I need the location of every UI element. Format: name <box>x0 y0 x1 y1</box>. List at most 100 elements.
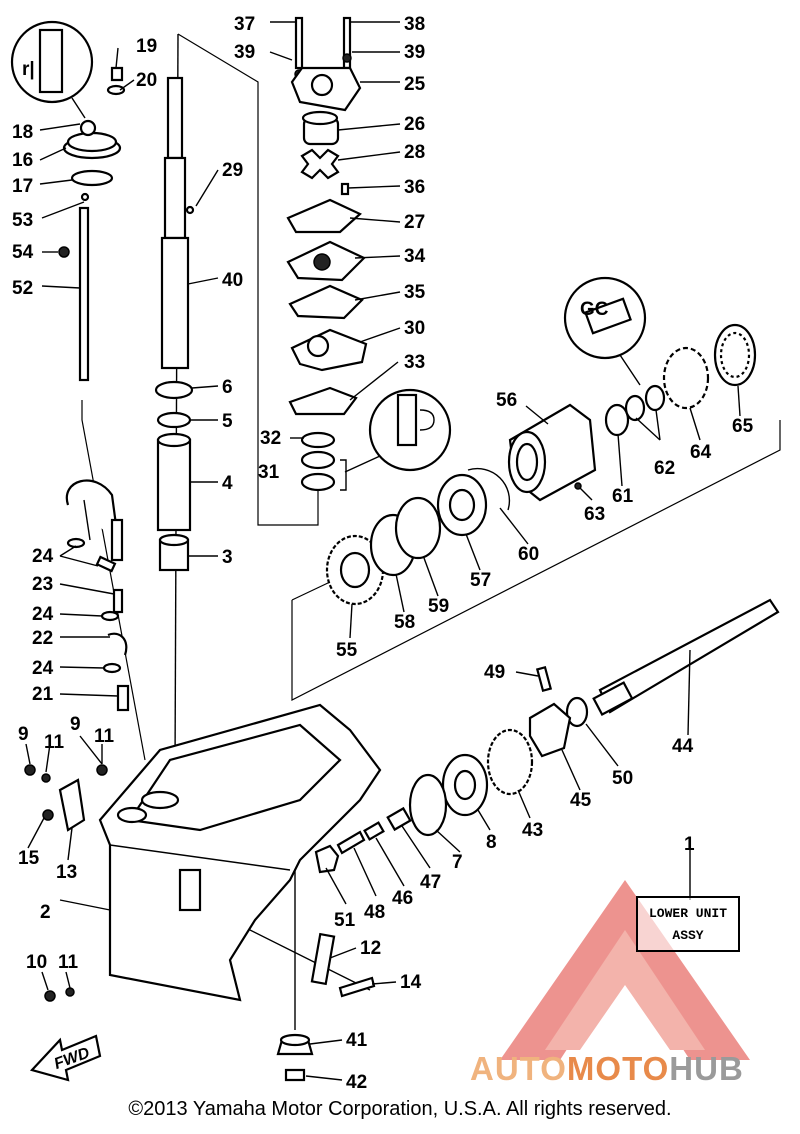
callout-48: 48 <box>364 902 385 923</box>
callout-5: 5 <box>222 411 233 432</box>
callout-35: 35 <box>404 282 426 303</box>
callout-10: 10 <box>26 952 47 973</box>
callout-39b: 39 <box>404 42 425 63</box>
callout-22: 22 <box>32 628 53 649</box>
callout-46: 46 <box>392 888 413 909</box>
callout-47: 47 <box>420 872 441 893</box>
callout-12: 12 <box>360 938 381 959</box>
watermark-auto: AUTO <box>470 1050 567 1087</box>
callout-9a: 9 <box>18 724 29 745</box>
callout-53: 53 <box>12 210 33 231</box>
callout-4: 4 <box>222 473 233 494</box>
callout-24c: 24 <box>32 658 54 679</box>
pinion-and-nut <box>276 1033 314 1082</box>
reverse-gear-group <box>325 467 511 606</box>
callout-61: 61 <box>612 486 634 507</box>
callout-11b: 11 <box>94 726 115 747</box>
callout-49: 49 <box>484 662 505 683</box>
callout-28: 28 <box>404 142 425 163</box>
lower-unit-assy-label: LOWER UNIT ASSY <box>636 896 740 952</box>
callout-44: 44 <box>672 736 694 757</box>
pulser-coil-cover-group <box>62 66 126 187</box>
callout-55: 55 <box>336 640 358 661</box>
callout-19: 19 <box>136 36 157 57</box>
callout-42: 42 <box>346 1072 367 1093</box>
callout-50: 50 <box>612 768 633 789</box>
callout-3: 3 <box>222 547 233 568</box>
callout-60: 60 <box>518 544 539 565</box>
callout-26: 26 <box>404 114 425 135</box>
drive-shaft <box>160 76 195 370</box>
callout-36: 36 <box>404 177 425 198</box>
callout-56: 56 <box>496 390 517 411</box>
callout-13: 13 <box>56 862 77 883</box>
callout-38: 38 <box>404 14 425 35</box>
leader-lines <box>25 21 741 1081</box>
forward-direction-marker: FWD <box>29 1034 102 1082</box>
callout-11a: 11 <box>44 732 65 753</box>
drive-shaft-housing-group <box>154 380 194 572</box>
callout-6: 6 <box>222 377 233 398</box>
callout-32: 32 <box>260 428 281 449</box>
callout-33: 33 <box>404 352 425 373</box>
callout-11c: 11 <box>58 952 79 973</box>
callout-29: 29 <box>222 160 243 181</box>
callout-37: 37 <box>234 14 255 35</box>
callout-2: 2 <box>40 902 51 923</box>
label-line-2: ASSY <box>672 928 704 943</box>
grease-mark-text-gc: GC <box>580 299 609 320</box>
callout-58: 58 <box>394 612 415 633</box>
callout-31: 31 <box>258 462 280 483</box>
label-line-1: LOWER UNIT <box>648 906 727 921</box>
callout-52: 52 <box>12 278 33 299</box>
bearing-seals-group <box>624 323 757 422</box>
shift-rod <box>58 192 90 382</box>
propeller-shaft <box>408 598 780 837</box>
callout-54: 54 <box>12 242 34 263</box>
callout-14: 14 <box>400 972 422 993</box>
callout-34: 34 <box>404 246 426 267</box>
callout-25: 25 <box>404 74 426 95</box>
callout-51: 51 <box>334 910 356 931</box>
callout-16: 16 <box>12 150 33 171</box>
callout-24a: 24 <box>32 546 54 567</box>
detail-circle-grease-b: GC <box>563 276 647 386</box>
water-tube-group <box>65 479 130 712</box>
callout-45: 45 <box>570 790 592 811</box>
callout-65: 65 <box>732 416 754 437</box>
propeller-shaft-housing <box>507 403 630 502</box>
callout-30: 30 <box>404 318 425 339</box>
shift-plunger-group <box>310 806 412 998</box>
callout-24b: 24 <box>32 604 54 625</box>
copyright-notice: ©2013 Yamaha Motor Corporation, U.S.A. A… <box>128 1098 672 1120</box>
callout-64: 64 <box>690 442 712 463</box>
callout-23: 23 <box>32 574 53 595</box>
callout-7: 7 <box>452 852 463 873</box>
detail-circle-grease-c <box>340 388 452 491</box>
callout-63: 63 <box>584 504 605 525</box>
lower-unit-housing <box>24 703 382 1002</box>
callout-15: 15 <box>18 848 40 869</box>
watermark-logo <box>500 880 750 1060</box>
watermark-hub: HUB <box>669 1050 744 1087</box>
callout-40: 40 <box>222 270 243 291</box>
water-pump-group <box>286 16 368 492</box>
grease-mark-text: r| <box>22 59 35 80</box>
callout-57: 57 <box>470 570 491 591</box>
callout-9b: 9 <box>70 714 81 735</box>
callout-18: 18 <box>12 122 33 143</box>
callout-43: 43 <box>522 820 543 841</box>
detail-circle-grease-a: r| <box>10 20 94 119</box>
callout-8: 8 <box>486 832 497 853</box>
watermark-moto: MOTO <box>566 1050 670 1087</box>
callout-62: 62 <box>654 458 675 479</box>
callout-27: 27 <box>404 212 425 233</box>
callout-17: 17 <box>12 176 33 197</box>
callout-39a: 39 <box>234 42 255 63</box>
callout-59: 59 <box>428 596 449 617</box>
callout-numbers: 37 38 39 39 25 26 28 36 27 34 35 30 33 3… <box>12 14 754 1093</box>
callout-41: 41 <box>346 1030 368 1051</box>
watermark-text: AUTOMOTOHUB <box>470 1050 744 1088</box>
callout-21: 21 <box>32 684 54 705</box>
